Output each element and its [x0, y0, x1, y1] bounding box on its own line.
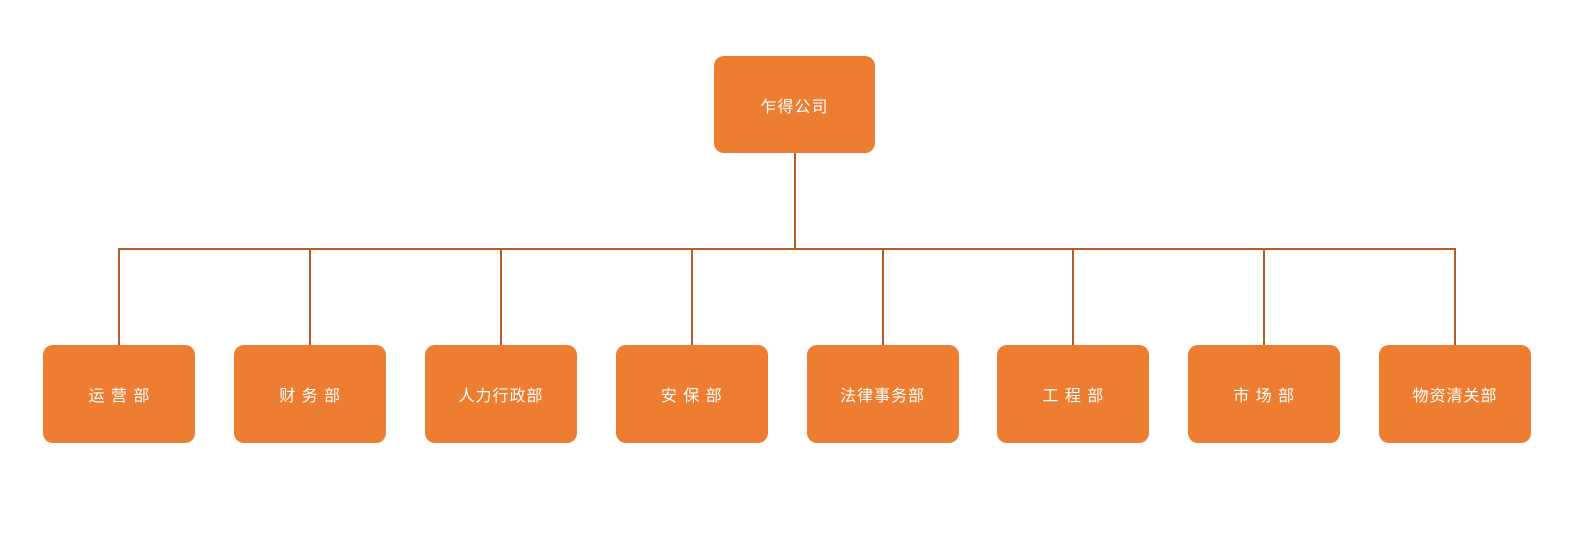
connector-horizontal-bus [118, 248, 1456, 250]
connector-child-vertical [690, 249, 693, 345]
org-branch: 物资清关部 [1360, 249, 1551, 443]
org-branch: 人力行政部 [406, 249, 597, 443]
connector-child-vertical [499, 249, 502, 345]
org-node-department[interactable]: 运 营 部 [43, 345, 196, 443]
org-branch: 财 务 部 [215, 249, 406, 443]
org-node-root[interactable]: 乍得公司 [714, 56, 875, 153]
org-node-department[interactable]: 法律事务部 [806, 345, 959, 443]
connector-child-vertical [1072, 249, 1075, 345]
org-node-department-label: 人力行政部 [458, 388, 544, 405]
org-branch: 市 场 部 [1169, 249, 1360, 443]
org-node-department-label: 财 务 部 [279, 388, 342, 405]
org-children-row: 运 营 部 财 务 部 人力行政部 安 保 部 法律事务部 [24, 249, 1551, 443]
org-node-department[interactable]: 安 保 部 [615, 345, 768, 443]
org-node-department-label: 安 保 部 [660, 388, 723, 405]
connector-child-vertical [309, 249, 312, 345]
org-node-department[interactable]: 工 程 部 [997, 345, 1150, 443]
org-node-department-label: 工 程 部 [1042, 388, 1105, 405]
connector-child-vertical [1453, 249, 1456, 345]
connector-child-vertical [1263, 249, 1266, 345]
org-node-department[interactable]: 人力行政部 [424, 345, 577, 443]
org-node-department-label: 物资清关部 [1412, 388, 1498, 405]
org-node-department-label: 法律事务部 [840, 388, 926, 405]
org-branch: 安 保 部 [596, 249, 787, 443]
org-node-department[interactable]: 市 场 部 [1188, 345, 1341, 443]
org-branch: 工 程 部 [978, 249, 1169, 443]
org-node-department-label: 运 营 部 [88, 388, 151, 405]
org-node-department[interactable]: 物资清关部 [1378, 345, 1531, 443]
org-branch: 运 营 部 [24, 249, 215, 443]
org-node-department[interactable]: 财 务 部 [234, 345, 387, 443]
connector-child-vertical [118, 249, 121, 345]
connector-child-vertical [881, 249, 884, 345]
org-branch: 法律事务部 [787, 249, 978, 443]
org-node-root-label: 乍得公司 [760, 98, 829, 116]
org-node-department-label: 市 场 部 [1233, 388, 1296, 405]
connector-root-vertical [794, 153, 796, 249]
